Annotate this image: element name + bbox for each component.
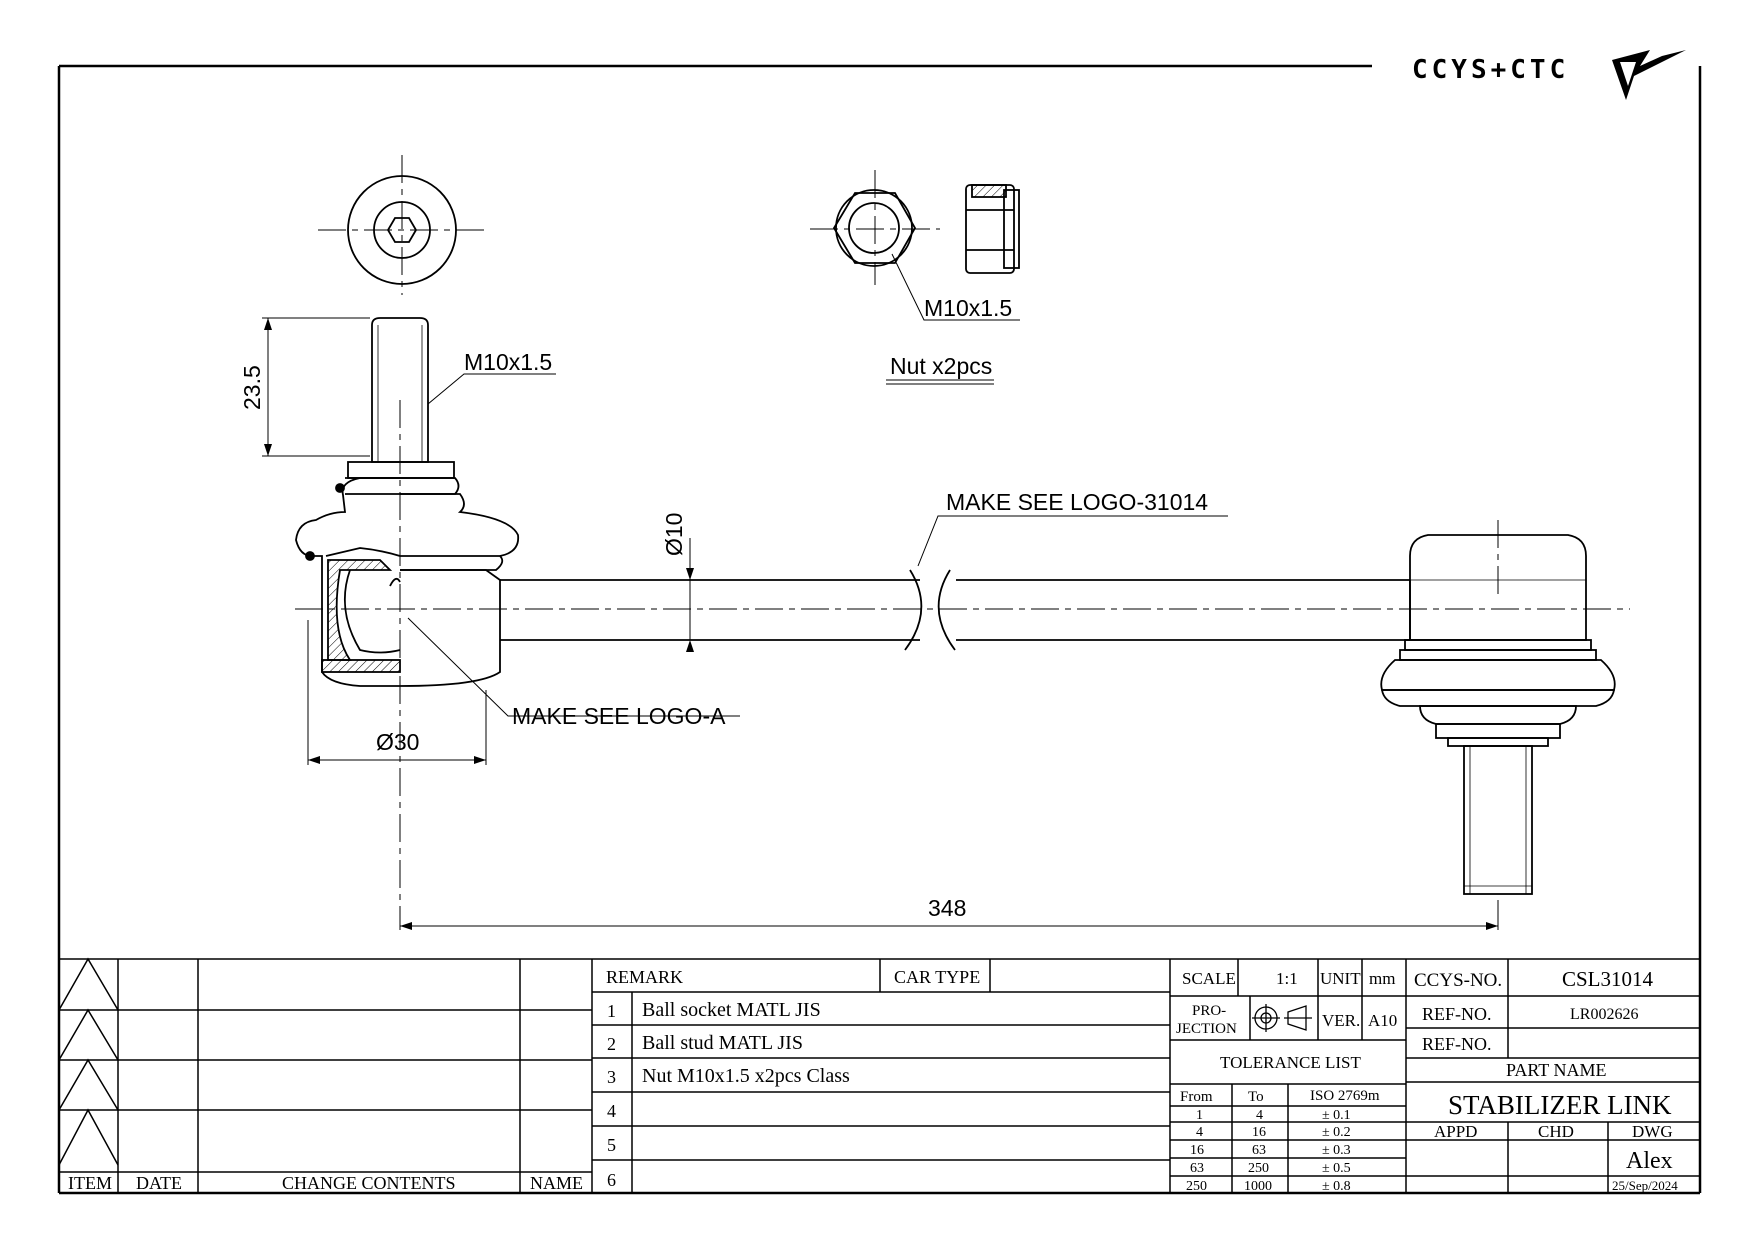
scale-label: SCALE xyxy=(1182,969,1236,988)
tol-row-5-from: 250 xyxy=(1186,1179,1207,1194)
socket-diameter-dim: Ø30 xyxy=(376,729,419,755)
tol-row-3-from: 16 xyxy=(1190,1143,1204,1158)
rev-header-date: DATE xyxy=(136,1173,182,1193)
ref-no-label-1: REF-NO. xyxy=(1422,1004,1492,1024)
tol-header-iso: ISO 2769m xyxy=(1310,1088,1380,1104)
part-name-value: STABILIZER LINK xyxy=(1448,1090,1672,1120)
remark-row-3-text: Nut M10x1.5 x2pcs Class xyxy=(642,1065,850,1087)
scale-value: 1:1 xyxy=(1276,969,1298,988)
projection-label-2: JECTION xyxy=(1176,1021,1237,1037)
car-type-label: CAR TYPE xyxy=(894,967,980,987)
brand-logo-text: CCYS+CTC xyxy=(1412,55,1569,85)
dwg-label: DWG xyxy=(1632,1122,1673,1141)
ref-no-value-1: LR002626 xyxy=(1570,1006,1638,1023)
tol-row-2-to: 16 xyxy=(1252,1125,1266,1140)
nut-thread-callout: M10x1.5 xyxy=(924,295,1012,321)
tol-row-5-to: 1000 xyxy=(1244,1179,1272,1194)
brand-logo: CCYS+CTC xyxy=(1412,50,1686,100)
remark-row-2-text: Ball stud MATL JIS xyxy=(642,1032,803,1054)
remark-row-1-text: Ball socket MATL JIS xyxy=(642,999,821,1021)
stud-length-dim: 23.5 xyxy=(239,365,265,410)
tol-row-2-from: 4 xyxy=(1196,1125,1203,1140)
logo-a-callout: MAKE SEE LOGO-A xyxy=(512,703,726,729)
ccys-no-value: CSL31014 xyxy=(1562,967,1654,991)
remark-row-4-no: 4 xyxy=(607,1101,616,1121)
dimension-lines xyxy=(262,253,1499,930)
nut-qty-callout: Nut x2pcs xyxy=(890,353,992,379)
ref-no-label-2: REF-NO. xyxy=(1422,1034,1492,1054)
tol-row-1-from: 1 xyxy=(1196,1108,1203,1123)
revision-triangles xyxy=(58,957,119,1166)
tol-row-4-from: 63 xyxy=(1190,1161,1204,1176)
nut-side-view xyxy=(965,184,1020,274)
stud-top-view xyxy=(347,175,457,285)
rod-diameter-dim: Ø10 xyxy=(661,513,687,556)
tol-row-4-to: 250 xyxy=(1248,1161,1269,1176)
tol-row-1-tol: ± 0.1 xyxy=(1322,1108,1351,1123)
remark-row-6-no: 6 xyxy=(607,1170,616,1190)
drawing-frame xyxy=(57,64,1702,1195)
remark-row-5-no: 5 xyxy=(607,1135,616,1155)
stabilizer-rod xyxy=(500,569,1411,651)
overall-length-dim: 348 xyxy=(928,895,966,921)
chd-label: CHD xyxy=(1538,1122,1574,1141)
tolerance-title: TOLERANCE LIST xyxy=(1220,1053,1361,1072)
ver-value: A10 xyxy=(1368,1011,1397,1030)
remark-label: REMARK xyxy=(606,967,683,987)
drawing-date: 25/Sep/2024 xyxy=(1612,1178,1678,1193)
remark-row-2-no: 2 xyxy=(607,1034,616,1054)
part-name-label: PART NAME xyxy=(1506,1060,1606,1080)
remark-row-1-no: 1 xyxy=(607,1001,616,1021)
rev-header-change: CHANGE CONTENTS xyxy=(282,1173,456,1193)
tol-row-3-to: 63 xyxy=(1252,1143,1266,1158)
stud-thread-callout: M10x1.5 xyxy=(464,349,552,375)
rev-header-item: ITEM xyxy=(68,1173,112,1193)
nut-front-view xyxy=(832,189,917,267)
logo-31014-callout: MAKE SEE LOGO-31014 xyxy=(946,489,1208,515)
title-block-grid xyxy=(59,958,1700,1193)
rev-header-name: NAME xyxy=(530,1173,583,1193)
tol-row-3-tol: ± 0.3 xyxy=(1322,1143,1351,1158)
remark-row-3-no: 3 xyxy=(607,1067,616,1087)
tol-row-4-tol: ± 0.5 xyxy=(1322,1161,1351,1176)
appd-label: APPD xyxy=(1434,1122,1477,1141)
tol-row-1-to: 4 xyxy=(1256,1108,1263,1123)
centerlines xyxy=(295,155,1630,930)
left-ball-stud xyxy=(295,317,520,687)
brand-logo-emblem xyxy=(1612,50,1686,100)
unit-label: UNIT xyxy=(1320,969,1361,988)
tol-header-to: To xyxy=(1248,1089,1264,1105)
tol-header-from: From xyxy=(1180,1089,1213,1105)
ver-label: VER. xyxy=(1322,1011,1360,1030)
projection-symbol-icon xyxy=(1252,1004,1312,1032)
projection-label-1: PRO- xyxy=(1192,1003,1226,1019)
tol-row-2-tol: ± 0.2 xyxy=(1322,1125,1351,1140)
tol-row-5-tol: ± 0.8 xyxy=(1322,1179,1351,1194)
dimension-arrows xyxy=(264,318,1498,930)
ccys-no-label: CCYS-NO. xyxy=(1414,970,1502,991)
dwg-name: Alex xyxy=(1626,1148,1673,1174)
right-ball-joint xyxy=(1380,534,1616,895)
unit-value: mm xyxy=(1369,969,1395,988)
